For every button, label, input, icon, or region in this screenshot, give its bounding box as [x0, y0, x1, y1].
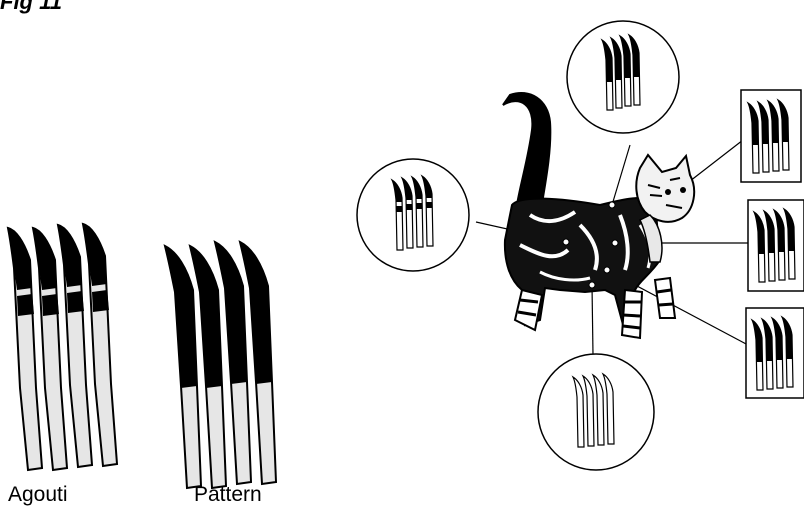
- callout-circle-top-back: [567, 21, 679, 133]
- pattern-hair-group: [165, 242, 276, 488]
- tabby-cat: [503, 93, 694, 338]
- callout-circle-belly: [538, 354, 654, 470]
- agouti-hair-group: [8, 224, 117, 470]
- callout-box-leg: [746, 308, 804, 398]
- callout-box-head: [741, 90, 801, 182]
- callout-box-shoulder: [748, 200, 804, 291]
- caption-pattern: Pattern: [194, 483, 262, 507]
- callout-circle-left-flank: [357, 159, 469, 271]
- caption-agouti: Agouti: [8, 483, 68, 507]
